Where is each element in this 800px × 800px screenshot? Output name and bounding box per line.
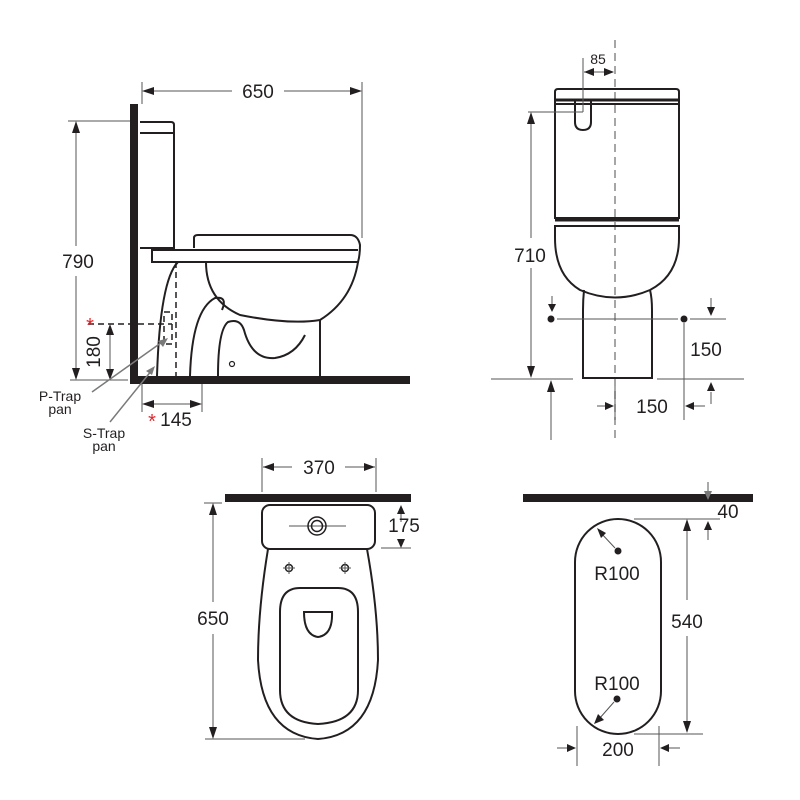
front-cistern bbox=[554, 88, 680, 219]
cistern-width-370-label: 370 bbox=[303, 458, 335, 479]
top-cistern bbox=[261, 504, 376, 550]
top-bowl bbox=[256, 548, 380, 741]
bottom-radius-label: R100 bbox=[594, 674, 639, 695]
bowl bbox=[205, 261, 359, 323]
cistern-outline bbox=[140, 121, 175, 249]
fixing-offset-150-label: 150 bbox=[636, 397, 668, 418]
p-trap-label-line2: pan bbox=[48, 401, 71, 417]
floor bbox=[130, 376, 410, 384]
top-radius-label: R100 bbox=[594, 564, 639, 585]
asterisk-marker-left: * bbox=[86, 315, 94, 337]
fixing-hole-right bbox=[680, 315, 688, 323]
outlet-height-180-label: 180 bbox=[84, 336, 105, 368]
front-view: 85 710 150 150 bbox=[491, 40, 744, 440]
depth-650-label: 650 bbox=[242, 82, 274, 103]
flush-button bbox=[574, 101, 592, 132]
wall-gap-40-label: 40 bbox=[717, 502, 738, 523]
s-trap-label-line2: pan bbox=[92, 438, 115, 454]
front-bowl bbox=[554, 225, 680, 299]
seat-lid bbox=[151, 234, 362, 263]
hinge-right-icon bbox=[339, 562, 351, 574]
height-790-label: 790 bbox=[62, 252, 94, 273]
height-710-label: 710 bbox=[514, 246, 546, 267]
cistern-depth-175-label: 175 bbox=[388, 516, 420, 537]
asterisk-marker-bottom: * bbox=[148, 411, 156, 433]
s-trap-label-line1: S-Trap bbox=[83, 425, 125, 441]
p-trap-label-line1: P-Trap bbox=[39, 388, 81, 404]
top-flush-button bbox=[307, 516, 327, 536]
fixing-height-150-label: 150 bbox=[690, 340, 722, 361]
button-offset-85-label: 85 bbox=[590, 51, 606, 67]
seat-opening bbox=[279, 587, 359, 726]
water-outlet bbox=[302, 611, 334, 639]
footprint-length-540-label: 540 bbox=[671, 612, 703, 633]
top-wall bbox=[225, 494, 411, 502]
footprint-outline bbox=[574, 518, 662, 735]
footprint-view: 40 R100 R100 540 200 bbox=[523, 482, 753, 766]
top-view: 370 175 650 bbox=[197, 458, 420, 741]
setback-145-label: 145 bbox=[160, 410, 192, 431]
hinge-left-icon bbox=[283, 562, 295, 574]
wall bbox=[130, 104, 138, 384]
side-view: 650 790 180 * * 145 P-Trap pan S-Trap pa… bbox=[39, 82, 410, 454]
front-pedestal bbox=[582, 289, 653, 379]
footprint-wall bbox=[523, 494, 753, 502]
footprint-width-200-label: 200 bbox=[602, 740, 634, 761]
top-depth-650-label: 650 bbox=[197, 609, 229, 630]
fixing-hole-left bbox=[547, 315, 555, 323]
